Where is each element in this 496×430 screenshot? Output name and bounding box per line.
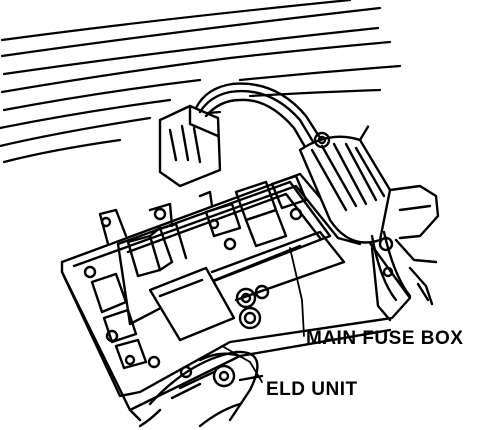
main-fuse-box-label: MAIN FUSE BOX (306, 328, 464, 349)
leader-lines (221, 247, 305, 383)
harness-connector (158, 82, 340, 188)
eld-unit-label: ELD UNIT (266, 379, 358, 400)
right-harness (298, 125, 440, 322)
